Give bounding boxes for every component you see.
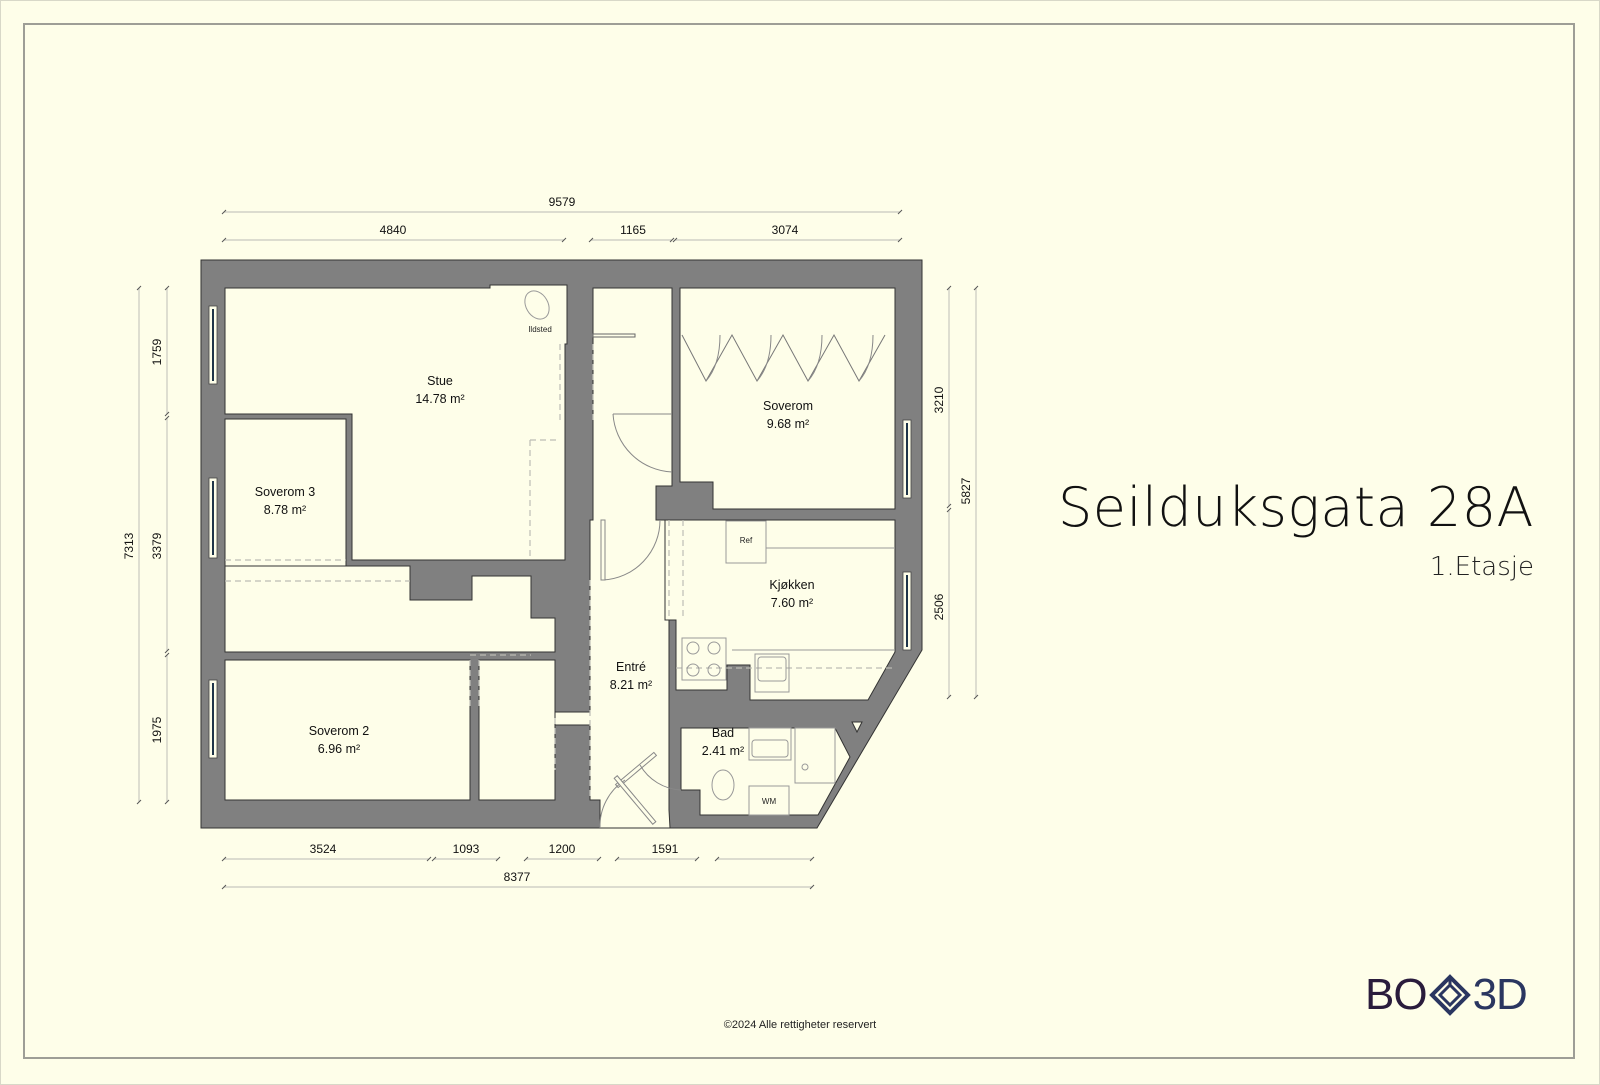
dim-left-total: 7313 [122, 532, 136, 559]
dimension-lines [138, 211, 977, 888]
washer-icon [748, 785, 790, 816]
room-area-kjokken: 7.60 m² [771, 596, 813, 610]
dim-top-2: 1165 [620, 223, 646, 237]
dimension-labels: 9579 4840 1165 3074 3524 1093 1200 1591 … [122, 195, 973, 884]
fixtures: Ildsted Ref WM [524, 290, 895, 816]
room-labels: Stue 14.78 m² Soverom 9.68 m² Soverom 3 … [255, 374, 815, 758]
fridge-icon [725, 520, 767, 564]
dim-right-2: 2506 [932, 593, 946, 620]
room-name-soverom2: Soverom 2 [309, 724, 369, 738]
brand-logo: BO 3D [1365, 970, 1528, 1020]
kitchen-sink-icon [754, 653, 790, 693]
floors [224, 284, 896, 829]
room-area-bad: 2.41 m² [702, 744, 744, 758]
dim-bottom-1: 3524 [310, 842, 337, 856]
room-floor-soverom [679, 287, 896, 510]
copyright-notice: ©2024 Alle rettigheter reservert [723, 1019, 877, 1031]
shower-icon [794, 727, 836, 784]
dimension-ticks [136, 209, 979, 890]
dim-top-3: 3074 [772, 223, 799, 237]
logo-text-left: BO [1365, 970, 1428, 1019]
room-floor-hall [224, 565, 556, 653]
toilet-icon [711, 769, 735, 801]
room-floor-closet [478, 659, 556, 801]
dim-bottom-2: 1093 [453, 842, 480, 856]
page-frame [23, 23, 1575, 1059]
dim-bottom-4: 1591 [652, 842, 679, 856]
dim-bottom-3: 1200 [549, 842, 576, 856]
dim-left-3: 1975 [150, 716, 164, 743]
room-floor-soverom2 [224, 659, 471, 801]
fireplace-icon [524, 290, 550, 320]
room-area-soverom: 9.68 m² [767, 417, 809, 431]
room-floor-stue [224, 284, 568, 561]
dim-right-total: 5827 [959, 477, 973, 504]
dim-left-1: 1759 [150, 338, 164, 365]
room-floor-kjokken [664, 519, 896, 701]
fireplace-label: Ildsted [528, 325, 552, 334]
room-name-soverom: Soverom [763, 399, 813, 413]
doors [592, 333, 886, 829]
dim-top-1: 4840 [380, 223, 407, 237]
stove-icon [681, 637, 727, 681]
room-name-entre: Entré [616, 660, 646, 674]
dashed-openings [225, 344, 895, 800]
fridge-label: Ref [740, 536, 753, 545]
dim-left-2: 3379 [150, 532, 164, 559]
room-area-stue: 14.78 m² [415, 392, 464, 406]
floor-label: 1.Etasje [1429, 552, 1534, 582]
bath-sink-icon [748, 727, 792, 761]
room-area-soverom2: 6.96 m² [318, 742, 360, 756]
room-name-soverom3: Soverom 3 [255, 485, 315, 499]
room-name-kjokken: Kjøkken [769, 578, 814, 592]
washer-label: WM [762, 797, 777, 806]
room-name-bad: Bad [712, 726, 734, 740]
dim-bottom-total: 8377 [504, 870, 531, 884]
logo-text-right: 3D [1472, 970, 1528, 1019]
diamond-logo-icon [1428, 974, 1471, 1016]
room-area-entre: 8.21 m² [610, 678, 652, 692]
dim-right-1: 3210 [932, 386, 946, 413]
page-title: Seilduksgata 28A [1058, 476, 1534, 539]
room-name-stue: Stue [427, 374, 453, 388]
dim-top-total: 9579 [549, 195, 576, 209]
room-area-soverom3: 8.78 m² [264, 503, 306, 517]
